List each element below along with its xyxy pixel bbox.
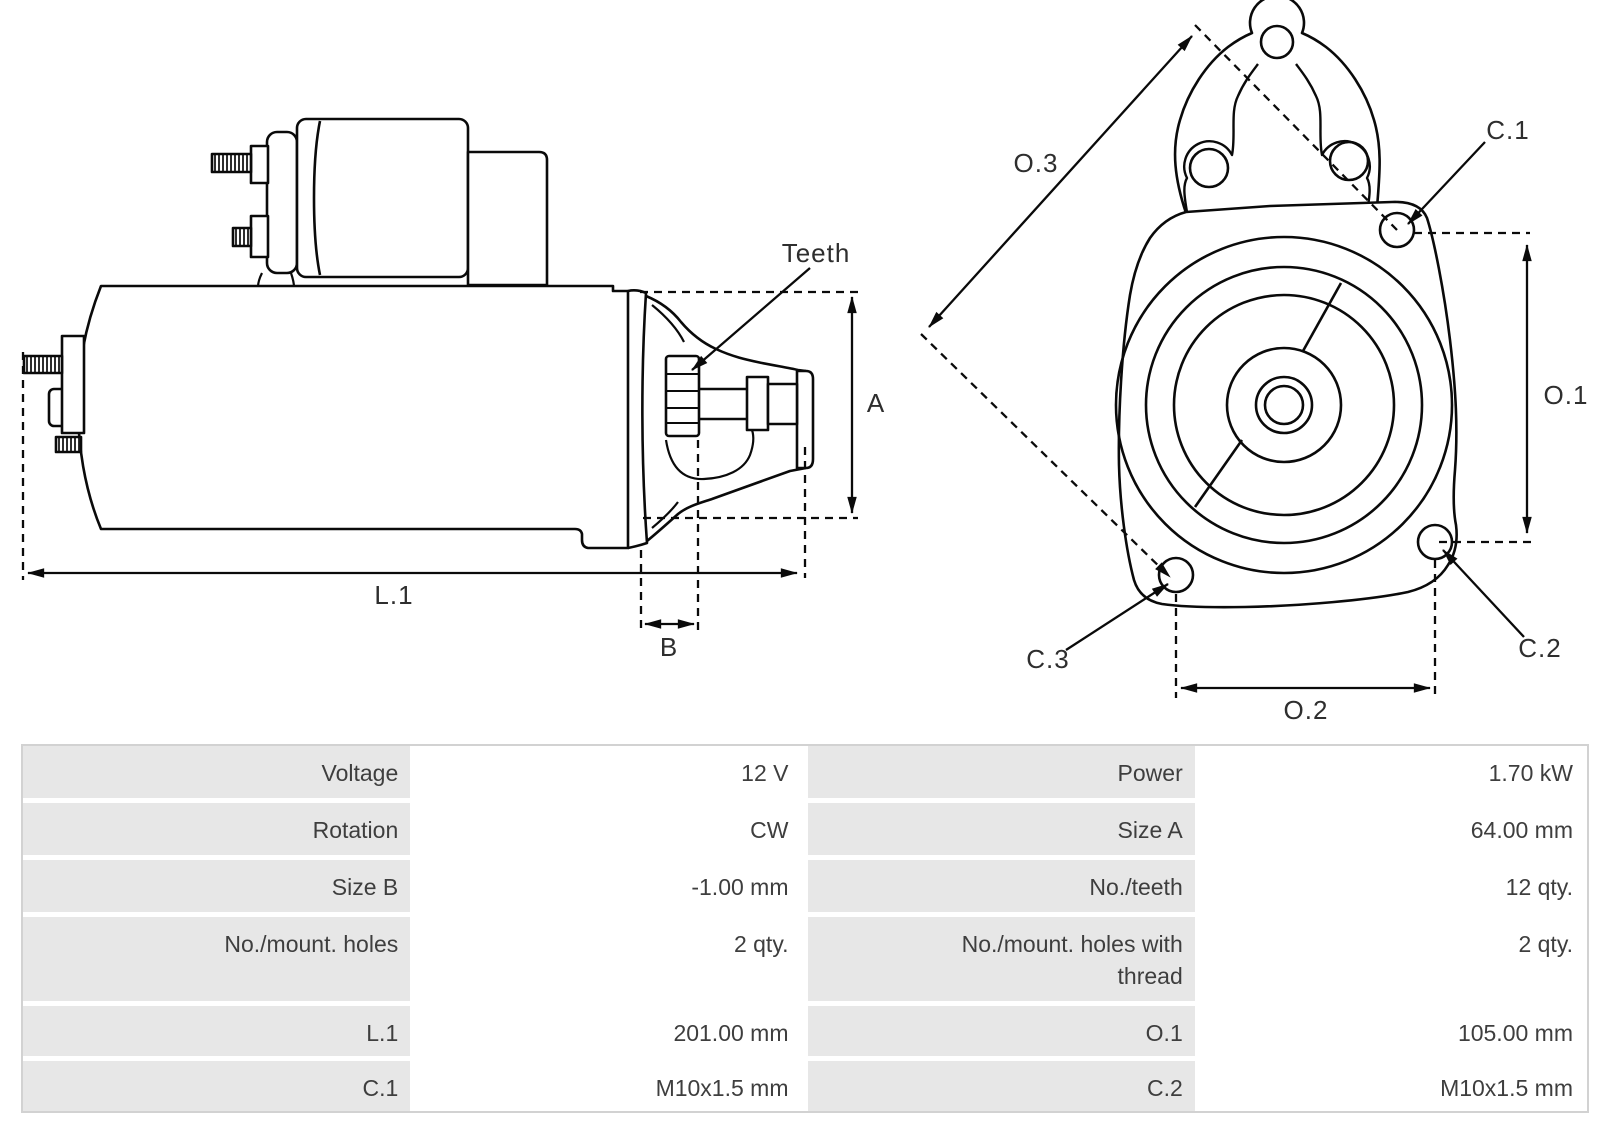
- spec-value-voltage: 12 V: [415, 746, 803, 798]
- solenoid-stud-nut-bottom: [249, 214, 270, 259]
- spec-label-size-a: Size A: [807, 803, 1195, 855]
- shaft-hole-circle: [1263, 384, 1305, 426]
- solenoid-cap: [265, 130, 299, 275]
- spec-label-rotation: Rotation: [23, 803, 411, 855]
- teeth-label: Teeth: [782, 238, 851, 268]
- dim-a-label: A: [867, 388, 885, 418]
- bell-funnel-bottom: [646, 466, 807, 543]
- hole-c2: [1416, 523, 1454, 561]
- shaft-collar: [745, 375, 770, 432]
- mounting-flange: [1117, 200, 1458, 609]
- spec-value-mount-holes: 2 qty.: [415, 917, 803, 1001]
- spec-value-c1: M10x1.5 mm: [415, 1061, 803, 1111]
- spec-value-power: 1.70 kW: [1199, 746, 1587, 798]
- solenoid-body: [295, 117, 470, 279]
- terminal-stud-large-thread: [26, 357, 60, 372]
- dim-line-o3: [928, 35, 1193, 328]
- pinion-gear: [664, 354, 701, 438]
- shaft-end: [766, 382, 799, 426]
- spec-label-c2: C.2: [807, 1061, 1195, 1111]
- face-spoke-upper: [1301, 282, 1343, 352]
- face-circle-3: [1172, 293, 1396, 517]
- spec-label-power: Power: [807, 746, 1195, 798]
- solenoid-seam: [312, 120, 322, 276]
- spec-label-mount-holes: No./mount. holes: [23, 917, 411, 1001]
- spec-value-l1: 201.00 mm: [415, 1006, 803, 1056]
- shaft-boss-circle: [1254, 375, 1314, 435]
- solenoid-stud-nut-top: [249, 144, 270, 185]
- front-view-drawing: O.3 C.1 O.1 C.2 C.3 O.2: [920, 0, 1589, 725]
- c2-leader-line: [1442, 549, 1525, 638]
- dim-c2-label: C.2: [1518, 633, 1561, 663]
- housing-hole-right: [1328, 140, 1370, 182]
- c3-leader-line: [1065, 583, 1169, 651]
- spec-value-size-b: -1.00 mm: [415, 860, 803, 912]
- spec-value-size-a: 64.00 mm: [1199, 803, 1587, 855]
- spec-label-o1: O.1: [807, 1006, 1195, 1056]
- spec-label-l1: L.1: [23, 1006, 411, 1056]
- face-circle-outer: [1114, 235, 1454, 575]
- solenoid-stud-bottom: [231, 226, 253, 248]
- dim-l1-label: L.1: [374, 580, 413, 610]
- spec-label-mount-holes-thread: No./mount. holes with thread: [807, 917, 1195, 1001]
- solenoid-stud-top-thread: [214, 155, 248, 171]
- teeth-leader-line: [691, 267, 811, 371]
- solenoid-stud-bottom-thread: [235, 229, 249, 245]
- housing-hole-left: [1188, 147, 1230, 189]
- spec-label-teeth: No./teeth: [807, 860, 1195, 912]
- technical-drawing: Teeth A L.1 B: [21, 0, 1589, 725]
- spec-value-teeth: 12 qty.: [1199, 860, 1587, 912]
- pinion-teeth-lines: [666, 373, 699, 424]
- side-view-drawing: Teeth A L.1 B: [21, 117, 885, 662]
- extension-line-c1-diagonal: [1194, 24, 1398, 231]
- face-spoke-lower: [1193, 439, 1244, 508]
- dim-o2-label: O.2: [1284, 695, 1329, 725]
- dim-o3-label: O.3: [1014, 148, 1059, 178]
- face-hub-circle: [1225, 346, 1343, 464]
- dim-c3-label: C.3: [1026, 644, 1069, 674]
- spec-label-voltage: Voltage: [23, 746, 411, 798]
- terminal-stud-small-thread: [58, 438, 80, 451]
- dim-b-label: B: [660, 632, 678, 662]
- spec-value-o1: 105.00 mm: [1199, 1006, 1587, 1056]
- spec-value-c2: M10x1.5 mm: [1199, 1061, 1587, 1111]
- spec-label-c1: C.1: [23, 1061, 411, 1111]
- spec-value-mount-holes-thread: 2 qty.: [1199, 917, 1587, 1001]
- c1-leader-line: [1407, 141, 1486, 225]
- bell-inner-top: [651, 304, 685, 343]
- dim-c1-label: C.1: [1486, 115, 1529, 145]
- solenoid-collar: [466, 150, 549, 287]
- bell-inner-cavity: [664, 429, 755, 481]
- spec-label-size-b: Size B: [23, 860, 411, 912]
- dim-o1-label: O.1: [1544, 380, 1589, 410]
- spec-value-rotation: CW: [415, 803, 803, 855]
- extension-line-c3-diagonal: [920, 333, 1171, 578]
- motor-body: [76, 284, 630, 550]
- bell-inner-bottom: [651, 501, 679, 529]
- terminal-block: [60, 334, 86, 435]
- housing-ear-hole: [1259, 24, 1295, 60]
- face-circle-2: [1144, 265, 1424, 545]
- hole-c1: [1378, 211, 1416, 249]
- spec-table: Voltage 12 V Power 1.70 kW Rotation CW S…: [21, 744, 1589, 1113]
- housing-inner-contour: [1183, 63, 1371, 213]
- bell-rim: [627, 289, 649, 550]
